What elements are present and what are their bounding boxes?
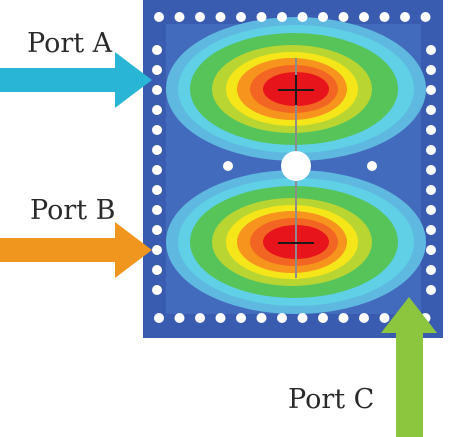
- port-c-label: Port C: [288, 384, 375, 415]
- via-hole: [152, 145, 162, 155]
- via-hole: [152, 125, 162, 135]
- via-hole: [277, 12, 287, 22]
- via-hole: [426, 85, 436, 95]
- port-a-arrow: [0, 52, 152, 108]
- via-hole: [154, 313, 164, 323]
- via-hole: [152, 205, 162, 215]
- via-hole: [426, 145, 436, 155]
- via-hole: [152, 185, 162, 195]
- via-hole: [420, 12, 431, 22]
- via-hole: [297, 313, 308, 323]
- via-hole: [426, 45, 436, 55]
- via-hole: [426, 265, 436, 275]
- via-hole: [152, 265, 162, 275]
- port-b-label: Port B: [30, 195, 116, 226]
- via-hole: [277, 313, 287, 323]
- via-hole: [195, 12, 205, 22]
- via-hole: [174, 12, 185, 22]
- via-hole: [426, 205, 436, 215]
- via-hole: [379, 313, 390, 323]
- via-hole: [152, 105, 162, 115]
- via-hole: [318, 12, 328, 22]
- via-hole: [426, 105, 436, 115]
- via-hole: [426, 125, 436, 135]
- via-hole: [318, 313, 328, 323]
- via-hole: [152, 245, 162, 255]
- port-a-label: Port A: [27, 28, 113, 59]
- via-hole: [215, 12, 226, 22]
- via-hole: [215, 313, 226, 323]
- via-hole: [195, 313, 205, 323]
- via-hole: [154, 12, 164, 22]
- via-hole: [152, 285, 162, 295]
- via-hole: [338, 12, 349, 22]
- via-hole: [426, 165, 436, 175]
- via-hole: [236, 313, 246, 323]
- inner-via: [223, 161, 233, 171]
- via-hole: [152, 85, 162, 95]
- via-hole: [152, 45, 162, 55]
- via-hole: [297, 12, 308, 22]
- via-hole: [400, 12, 410, 22]
- via-hole: [256, 313, 267, 323]
- via-hole: [174, 313, 185, 323]
- port-b-arrow: [0, 222, 152, 278]
- via-hole: [426, 65, 436, 75]
- via-hole: [256, 12, 267, 22]
- via-hole: [359, 12, 369, 22]
- center-via: [281, 151, 311, 181]
- via-hole: [152, 65, 162, 75]
- via-hole: [152, 225, 162, 235]
- via-fence: [152, 12, 436, 323]
- plus-marker: [278, 75, 314, 105]
- via-hole: [426, 185, 436, 195]
- via-hole: [426, 245, 436, 255]
- via-hole: [426, 285, 436, 295]
- inner-via: [367, 161, 377, 171]
- via-hole: [379, 12, 390, 22]
- via-hole: [359, 313, 369, 323]
- via-hole: [236, 12, 246, 22]
- via-hole: [338, 313, 349, 323]
- via-hole: [426, 225, 436, 235]
- via-hole: [152, 165, 162, 175]
- port-c-arrow: [381, 297, 437, 437]
